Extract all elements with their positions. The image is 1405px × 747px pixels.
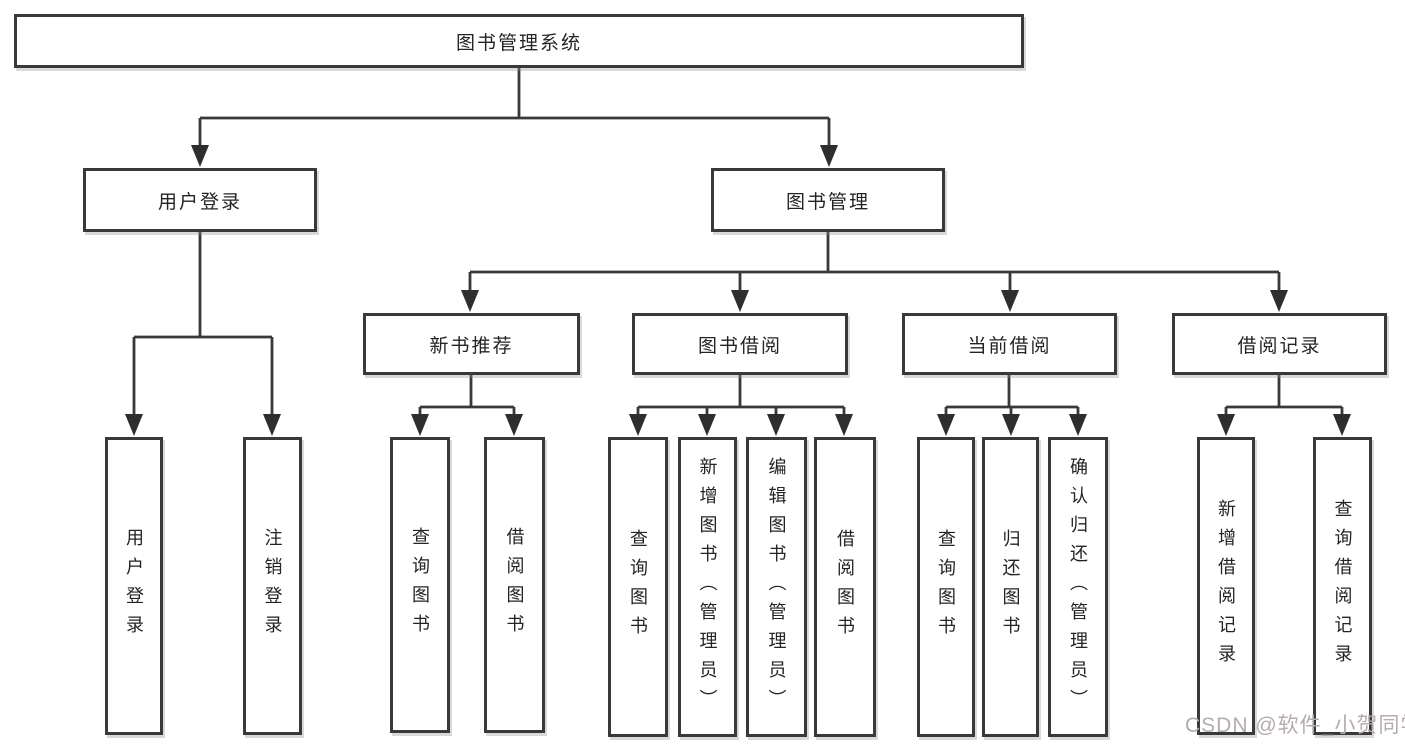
- leaf-recommend-query-books: 查询图书: [390, 437, 450, 733]
- node-user-login-label: 用户登录: [157, 191, 242, 213]
- node-user-login: 用户登录: [83, 168, 317, 232]
- leaf-borrowing-add-books-admin-label: 新增图书（管理员）: [697, 456, 718, 718]
- node-borrowing-records: 借阅记录: [1172, 313, 1387, 375]
- node-current-borrowing: 当前借阅: [902, 313, 1117, 375]
- leaf-logout: 注销登录: [243, 437, 302, 735]
- leaf-current-query-books-label: 查询图书: [936, 529, 956, 645]
- leaf-user-login-label: 用户登录: [124, 528, 144, 644]
- leaf-records-query-record-label: 查询借阅记录: [1332, 499, 1353, 673]
- leaf-recommend-borrow-books: 借阅图书: [484, 437, 545, 733]
- csdn-watermark: CSDN @软件_小贺同学: [1185, 714, 1405, 737]
- leaf-borrowing-add-books-admin: 新增图书（管理员）: [678, 437, 737, 737]
- leaf-borrowing-borrow-books: 借阅图书: [814, 437, 876, 737]
- leaf-borrowing-query-books-label: 查询图书: [628, 529, 648, 645]
- leaf-current-return-books: 归还图书: [982, 437, 1039, 737]
- leaf-records-add-record: 新增借阅记录: [1197, 437, 1255, 735]
- leaf-current-confirm-return-admin-label: 确认归还（管理员）: [1068, 456, 1088, 718]
- leaf-recommend-query-books-label: 查询图书: [410, 527, 430, 643]
- node-current-borrowing-label: 当前借阅: [967, 335, 1052, 357]
- node-book-borrowing-label: 图书借阅: [697, 335, 782, 357]
- leaf-borrowing-edit-books-admin-label: 编辑图书（管理员）: [766, 456, 787, 718]
- connector-arrowheads: [125, 145, 1351, 436]
- leaf-records-add-record-label: 新增借阅记录: [1216, 499, 1236, 673]
- node-new-book-recommend-label: 新书推荐: [429, 335, 514, 357]
- leaf-borrowing-edit-books-admin: 编辑图书（管理员）: [746, 437, 807, 737]
- leaf-logout-label: 注销登录: [262, 528, 283, 644]
- node-book-management-label: 图书管理: [785, 191, 870, 213]
- leaf-user-login: 用户登录: [105, 437, 163, 735]
- leaf-borrowing-borrow-books-label: 借阅图书: [835, 529, 855, 645]
- node-library-system-label: 图书管理系统: [455, 32, 582, 54]
- node-library-system: 图书管理系统: [14, 14, 1024, 68]
- leaf-records-query-record: 查询借阅记录: [1313, 437, 1372, 735]
- leaf-current-query-books: 查询图书: [917, 437, 975, 737]
- leaf-current-return-books-label: 归还图书: [1000, 529, 1021, 645]
- node-borrowing-records-label: 借阅记录: [1237, 335, 1322, 357]
- node-book-borrowing: 图书借阅: [632, 313, 848, 375]
- node-book-management: 图书管理: [711, 168, 945, 232]
- leaf-borrowing-query-books: 查询图书: [608, 437, 668, 737]
- leaf-recommend-borrow-books-label: 借阅图书: [504, 527, 525, 643]
- node-new-book-recommend: 新书推荐: [363, 313, 580, 375]
- leaf-current-confirm-return-admin: 确认归还（管理员）: [1048, 437, 1108, 737]
- connector-lines: [132, 68, 1344, 418]
